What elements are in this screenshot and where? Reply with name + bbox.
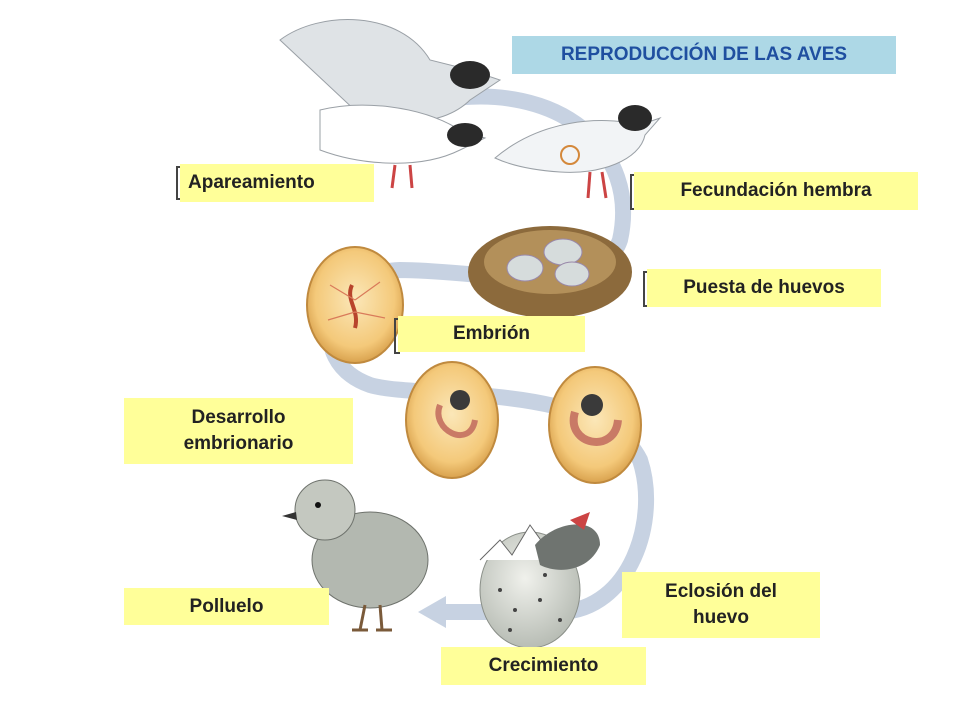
female-gull-illustration (494, 105, 662, 199)
label-embrion-text: Embrión (452, 323, 531, 345)
label-eclosion-line1: Eclosión del (665, 581, 777, 603)
diagram-title: REPRODUCCIÓN DE LAS AVES (512, 36, 896, 74)
label-fecundacion-text: Fecundación hembra (680, 180, 872, 202)
label-polluelo-text: Polluelo (189, 595, 264, 617)
development-egg-1-illustration (405, 361, 499, 479)
label-eclosion: Eclosión del huevo (622, 572, 820, 638)
bracket-apareamiento (176, 166, 182, 200)
bracket-embrion (394, 318, 400, 354)
embryo-egg-illustration (306, 246, 404, 364)
label-apareamiento-text: Apareamiento (188, 172, 315, 194)
label-puesta: Puesta de huevos (647, 269, 881, 307)
bracket-fecundacion (630, 174, 636, 210)
label-polluelo: Polluelo (124, 588, 329, 625)
chick-illustration (282, 479, 429, 632)
label-crecimiento: Crecimiento (441, 647, 646, 685)
label-apareamiento: Apareamiento (180, 164, 374, 202)
hatching-egg-illustration (479, 512, 600, 649)
mating-gulls-illustration (279, 19, 502, 189)
arrow-head (418, 596, 446, 628)
label-desarrollo: Desarrollo embrionario (124, 398, 353, 464)
label-fecundacion: Fecundación hembra (634, 172, 918, 210)
label-puesta-text: Puesta de huevos (683, 277, 845, 299)
label-embrion: Embrión (398, 316, 585, 352)
label-crecimiento-text: Crecimiento (488, 655, 599, 677)
label-eclosion-line2: huevo (693, 607, 749, 628)
label-desarrollo-line2: embrionario (183, 433, 294, 454)
development-egg-2-illustration (548, 366, 642, 484)
label-desarrollo-line1: Desarrollo (191, 407, 286, 429)
nest-with-eggs-illustration (468, 226, 632, 318)
bracket-puesta (643, 271, 649, 307)
